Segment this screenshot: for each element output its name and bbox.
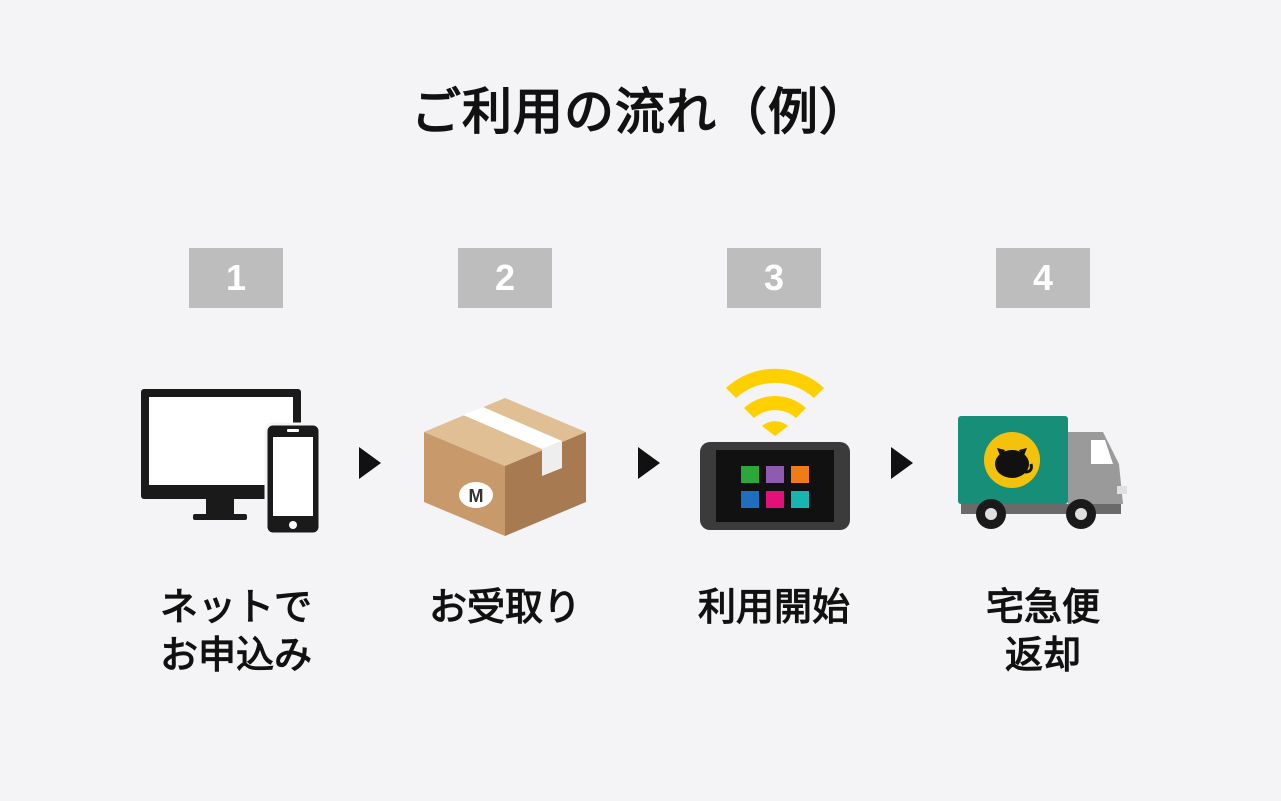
step-4-label-line-1: 宅急便	[985, 585, 1100, 629]
cardboard-box-icon: M	[424, 398, 586, 536]
delivery-truck-icon	[958, 416, 1127, 529]
cat-logo-icon	[995, 448, 1033, 478]
step-3-label-line-1: 利用開始	[697, 585, 850, 629]
step-3-number-badge: 3	[727, 248, 821, 308]
step-4-number-badge: 4	[996, 248, 1090, 308]
step-1-label-line-2: お申込み	[159, 633, 312, 677]
step-1-number-badge: 1	[189, 248, 283, 308]
step-2-label: お受取り	[385, 583, 625, 631]
step-1-label: ネットで お申込み	[116, 583, 356, 679]
computer-and-phone-icon	[141, 389, 322, 536]
step-4-label: 宅急便 返却	[923, 583, 1163, 679]
box-logo-letter: M	[469, 486, 484, 506]
wifi-signal-icon	[726, 368, 824, 436]
arrow-right-icon	[359, 447, 381, 479]
step-3-label: 利用開始	[654, 583, 894, 631]
arrow-right-icon	[891, 447, 913, 479]
step-4-label-line-2: 返却	[1004, 633, 1081, 677]
arrow-right-icon	[638, 447, 660, 479]
page-title: ご利用の流れ（例）	[411, 83, 870, 141]
step-1-label-line-1: ネットで	[159, 585, 312, 629]
step-2-label-line-1: お受取り	[428, 585, 581, 629]
step-2-number-badge: 2	[458, 248, 552, 308]
wifi-router-icon	[700, 368, 850, 530]
